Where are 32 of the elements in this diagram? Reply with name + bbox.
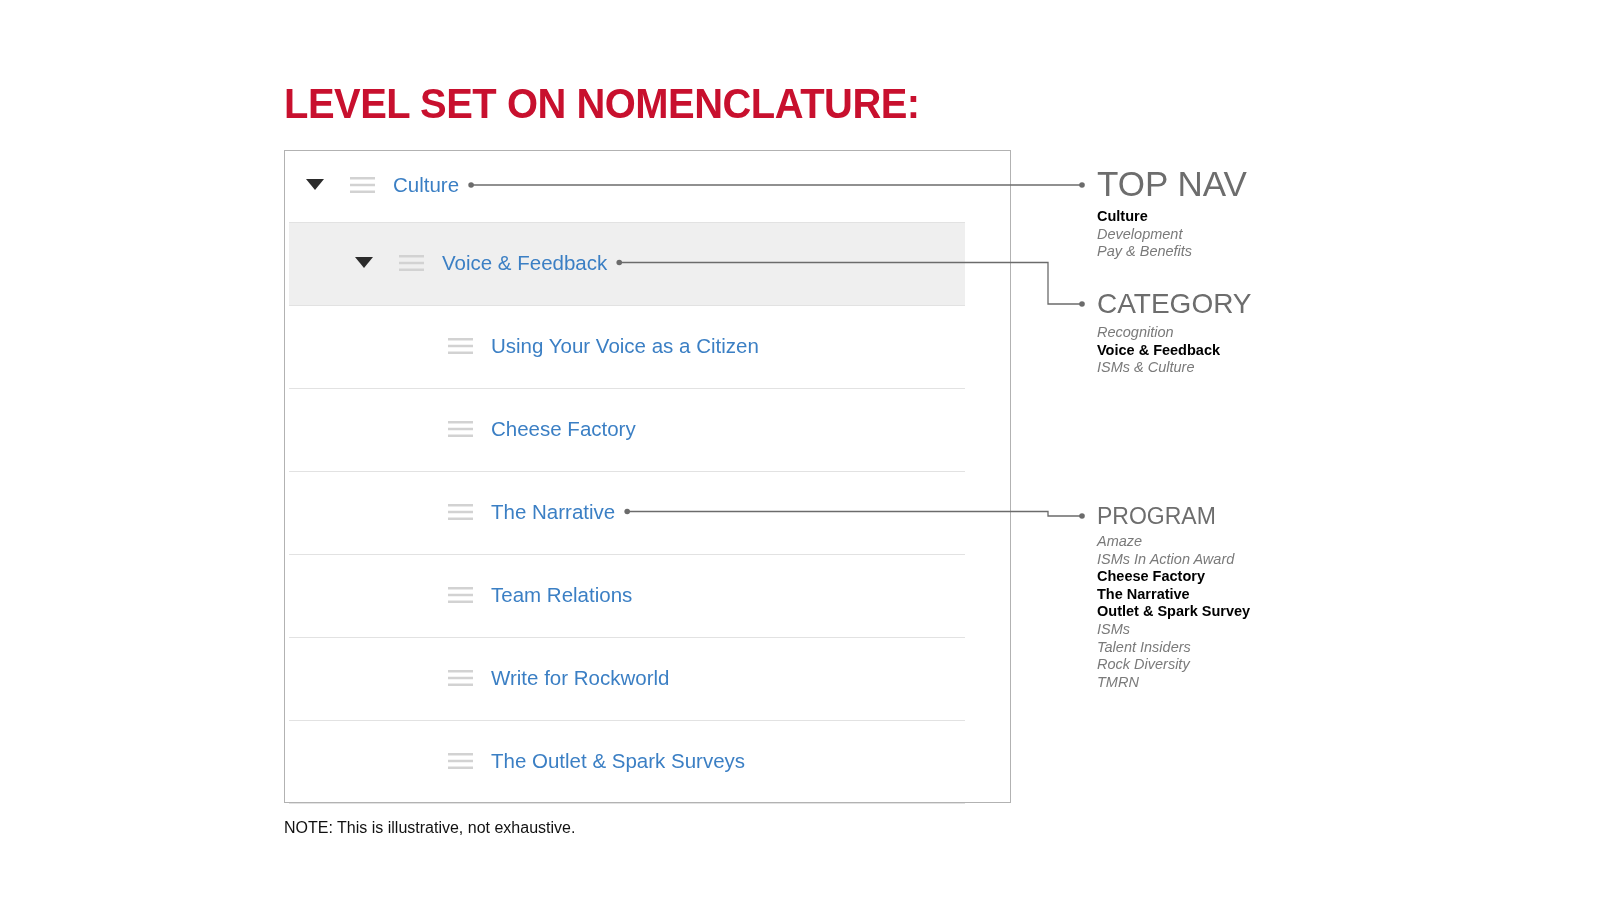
annotation-heading: TOP NAV [1097, 165, 1247, 203]
annotation-item: Development [1097, 225, 1184, 244]
annotation-item: Outlet & Spark Survey [1097, 603, 1251, 621]
nav-link: Voice & Feedback [442, 249, 620, 276]
annotation-item: Recognition [1097, 324, 1175, 342]
nav-link: Cheese Factory [491, 415, 648, 442]
annotation-item: The Narrative [1097, 585, 1191, 604]
nav-link: Write for Rockworld [491, 664, 682, 691]
nav-link: Using Your Voice as a Citizen [491, 332, 771, 359]
annotation-heading: CATEGORY [1097, 288, 1252, 320]
note-text: NOTE: This is illustrative, not exhaustive. [284, 818, 576, 838]
leader-line [624, 508, 1085, 519]
annotation-item: Voice & Feedback [1097, 341, 1222, 360]
nav-link: The Outlet & Spark Surveys [491, 747, 758, 774]
leader-line [616, 259, 1085, 307]
annotation-item: Amaze [1097, 533, 1144, 551]
annotation-item: Rock Diversity [1097, 656, 1192, 674]
annotation-item: ISMs [1097, 620, 1132, 639]
annotation-item: Cheese Factory [1097, 568, 1206, 586]
annotation-item: Pay & Benefits [1097, 243, 1194, 261]
annotation-item: ISMs In Action Award [1097, 550, 1236, 569]
list-panel [284, 150, 1011, 803]
annotation-item: Culture [1097, 208, 1149, 226]
annotation-item: ISMs & Culture [1097, 359, 1196, 377]
nav-link: Team Relations [491, 581, 645, 608]
title: LEVEL SET ON NOMENCLATURE: [284, 80, 920, 128]
nav-link: Culture [393, 172, 472, 198]
annotation-item: TMRN [1097, 673, 1140, 692]
leader-line [468, 182, 1085, 188]
annotation-item: Talent Insiders [1097, 638, 1192, 657]
nav-link: The Narrative [491, 498, 628, 525]
annotation-heading: PROGRAM [1097, 503, 1217, 529]
